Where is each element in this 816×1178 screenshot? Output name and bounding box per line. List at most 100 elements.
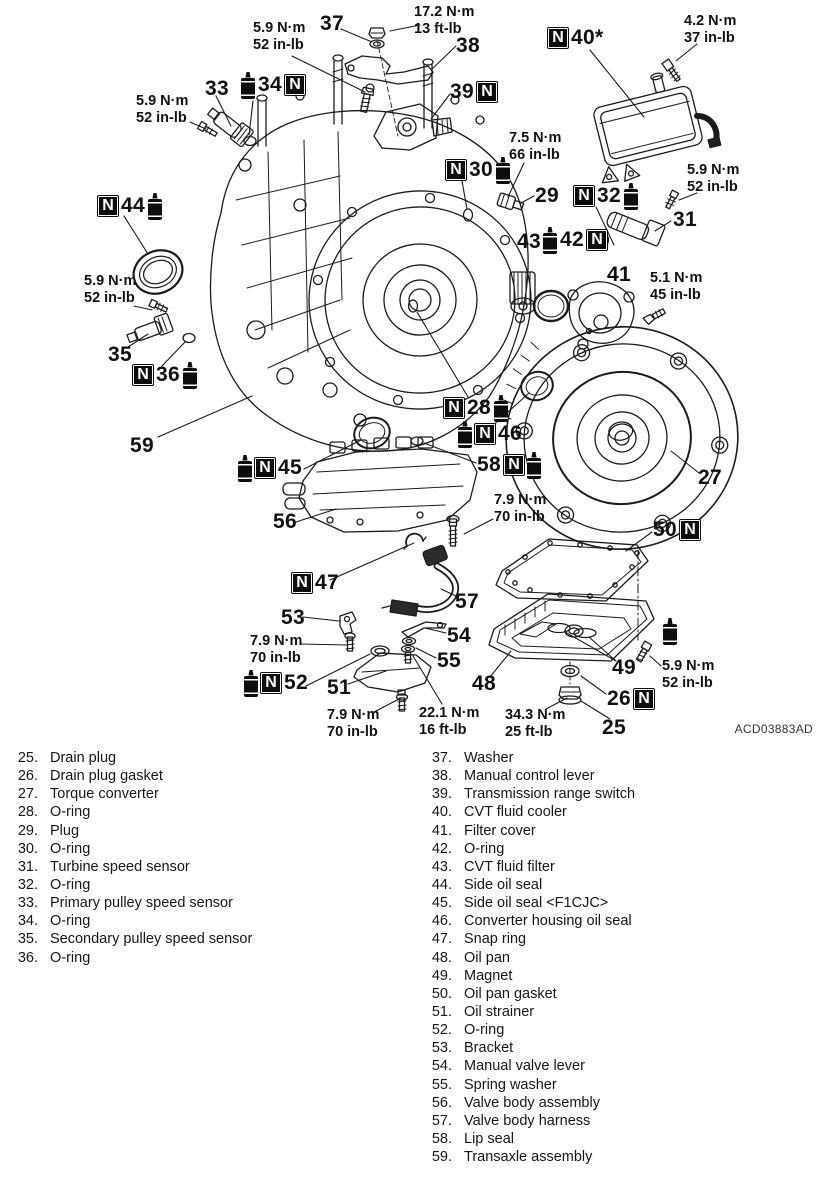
torque-imperial: 52 in-lb [84,290,135,306]
parts-list-item: 27. Torque converter [8,785,414,803]
sealant-canister-icon [493,395,508,422]
callout-number: 36 [156,363,180,386]
parts-list-item: 40.CVT fluid cooler [422,803,814,821]
parts-list-item: 54.Manual valve lever [422,1057,814,1075]
part-number: 40. [431,804,452,821]
n-sealant-symbol: N [284,75,305,95]
callout-number: 46 [498,422,522,445]
part-name: Drain plug [50,750,117,766]
parts-list-item: 28.O-ring [8,803,414,821]
callout-number: 54 [447,624,471,647]
torque-imperial: 70 in-lb [250,650,301,666]
part-name: O-ring [50,804,91,821]
parts-list-item: 32.O-ring [8,876,414,894]
callout-number: 33 [205,77,229,100]
part-number: 53. [431,1040,452,1057]
part-number: 42. [431,840,452,857]
part-number: 54. [431,1058,452,1075]
parts-list-item: 53.Bracket [422,1039,814,1057]
part-number: 27. [17,786,38,803]
parts-list-item: 52.O-ring [422,1021,814,1039]
torque-metric: 7.9 N·m [327,707,380,723]
n-sealant-symbol: N [475,424,495,444]
parts-list-item: 55.Spring washer [422,1076,814,1094]
callout-number: 56 [273,510,297,533]
torque-metric: 4.2 N·m [684,13,737,29]
torque-metric: 5.9 N·m [662,658,715,674]
torque-imperial: 70 in-lb [327,724,378,740]
parts-list-item: 31.Turbine speed sensor [8,858,414,876]
part-name: Converter housing oil seal [464,913,632,930]
callout-27: 27 [698,465,722,491]
part-name: Oil pan [464,949,510,966]
parts-list-item: 36. O-ring [8,949,414,967]
torque-imperial: 52 in-lb [687,179,738,195]
callout-number: 51 [327,676,351,699]
range-switch-art [373,103,453,151]
callout-number: 43 [517,230,541,253]
part-number: 49. [431,967,452,984]
oil-pan-art [488,538,655,705]
callout-38: 38 [456,33,480,59]
n-sealant-symbol: N [444,398,464,418]
part-number: 26. [17,768,38,785]
part-name: Secondary pulley speed sensor [50,931,253,948]
part-number: 29. [17,822,38,839]
part-name: Primary pulley speed sensor [50,895,233,912]
torque-metric: 5.9 N·m [687,162,740,178]
part-name: Manual control lever [464,768,595,785]
part-name: CVT fluid filter [464,858,555,875]
sealant-canister-icon [238,455,252,482]
torque-imperial: 25 ft-lb [505,724,553,740]
secondary-sensor-art [126,298,196,344]
parts-list-item: 56.Valve body assembly [422,1094,814,1112]
parts-list-item: 43.CVT fluid filter [422,858,814,876]
part-number: 38. [431,768,452,785]
torque-imperial: 37 in-lb [684,30,735,46]
callout-number: 34 [258,73,282,96]
n-sealant-symbol: N [476,82,497,102]
callout-number: 42 [560,228,584,251]
callout-number: 59 [130,434,154,457]
callout-number: 35 [108,343,132,366]
torque-imperial: 13 ft-lb [414,21,462,37]
parts-list-item: 44.Side oil seal [422,876,814,894]
callout-number: 40* [571,26,604,49]
sealant-canister-icon [623,183,638,210]
part-number: 50. [431,985,452,1002]
parts-list-item: 37.Washer [422,749,814,767]
parts-list-item: 34.O-ring [8,912,414,930]
part-name: Torque converter [50,786,159,803]
callout-49: 49 [612,655,636,681]
callout-number: 47 [315,571,339,594]
parts-list-item: 26.Drain plug gasket [8,767,414,785]
callout-43: 43 [517,229,541,255]
callout-number: 49 [612,656,636,679]
part-name: O-ring [50,949,91,966]
torque-metric: 5.9 N·m [253,20,306,36]
callout-number: 30 [469,158,493,181]
parts-list-item: 45.Side oil seal <F1CJC> [422,894,814,912]
part-name: Oil strainer [464,1003,535,1020]
part-number: 46. [431,913,452,930]
part-number: 36. [17,949,38,966]
part-name: Side oil seal <F1CJC> [464,895,609,912]
torque-imperial: 52 in-lb [253,37,304,53]
torque-metric: 5.1 N·m [650,270,703,286]
part-name: Side oil seal [464,876,543,893]
parts-list-item: 59.Transaxle assembly [422,1148,814,1166]
sealant-canister-icon [458,421,472,448]
part-name: Spring washer [464,1076,557,1093]
